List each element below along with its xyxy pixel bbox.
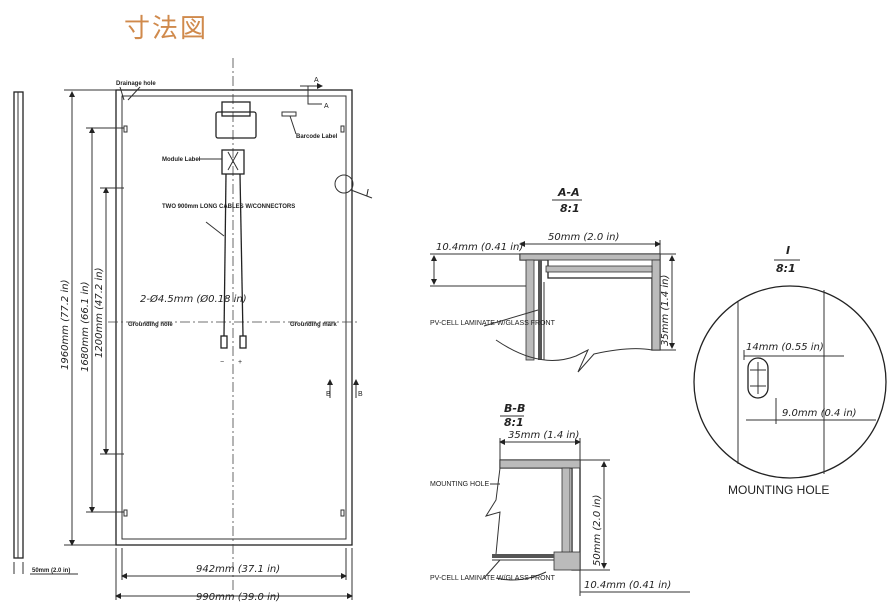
grounding-mark-label: Grounding mark — [290, 322, 337, 328]
mounting-slot — [747, 357, 769, 399]
section-bb-scale: 8:1 — [504, 416, 524, 429]
section-aa-scale: 8:1 — [560, 202, 580, 215]
svg-text:B: B — [326, 391, 331, 398]
svg-text:B: B — [358, 391, 363, 398]
module-frame-outer — [115, 89, 353, 546]
section-aa-dim-35: 35mm (1.4 in) — [660, 275, 671, 346]
section-bb-dim-35: 35mm (1.4 in) — [508, 430, 579, 441]
detail-i-callout — [334, 174, 354, 194]
section-bb-mounting-hole: MOUNTING HOLE — [430, 481, 489, 488]
module-frame-inner — [121, 95, 347, 540]
section-aa-dim-50: 50mm (2.0 in) — [548, 232, 619, 243]
vertical-dimensions — [64, 89, 124, 546]
svg-text:A: A — [314, 77, 319, 84]
cables-note: TWO 900mm LONG CABLES W/CONNECTORS — [162, 204, 295, 210]
dim-frame-50: 50mm (2.0 in) — [32, 568, 70, 574]
detail-i-dim-9: 9.0mm (0.4 in) — [782, 408, 857, 419]
section-aa-dim-10-4: 10.4mm (0.41 in) — [436, 242, 523, 253]
detail-i-scale: 8:1 — [776, 262, 796, 275]
detail-i-dim-14: 14mm (0.55 in) — [746, 342, 824, 353]
section-b-marker: B B — [326, 379, 363, 398]
front-view: Drainage hole A A Barcode Label Module L… — [13, 58, 373, 603]
junction-box — [215, 101, 257, 175]
detail-i-circle — [693, 285, 887, 479]
grounding-hole-label: Grounding hole — [128, 322, 173, 328]
section-aa-title: A-A — [557, 186, 580, 199]
dim-1680: 1680mm (66.1 in) — [80, 282, 91, 372]
section-bb-laminate: PV-CELL LAMINATE W/GLASS FRONT — [430, 575, 556, 582]
drawing-title: 寸法図 — [124, 14, 209, 44]
dim-990: 990mm (39.0 in) — [196, 592, 280, 603]
section-a-marker: A A — [300, 77, 329, 110]
detail-i: I 8:1 14mm (0.55 in) 9.0mm (0.4 in) MOUN… — [693, 244, 887, 497]
section-bb: B-B 8:1 35mm (1.4 in) 50mm (2.0 in) 10.4… — [430, 402, 690, 596]
dim-1200: 1200mm (47.2 in) — [94, 268, 105, 358]
horizontal-dimensions — [13, 548, 353, 600]
detail-i-title: I — [786, 244, 790, 257]
barcode-label: Barcode Label — [296, 134, 338, 140]
svg-text:I: I — [366, 188, 369, 199]
svg-text:A: A — [324, 103, 329, 110]
hole-diameter-dim: 2-Ø4.5mm (Ø0.18 in) — [140, 293, 247, 305]
minus-terminal: − — [220, 359, 224, 366]
section-aa: A-A 8:1 10.4mm (0.41 in) 50mm (2.0 in) 3… — [430, 186, 676, 373]
section-bb-dim-50: 50mm (2.0 in) — [592, 495, 603, 566]
barcode-label-box — [281, 111, 297, 117]
detail-i-caption: MOUNTING HOLE — [728, 483, 829, 497]
cables — [220, 173, 247, 349]
section-bb-title: B-B — [504, 402, 525, 415]
plus-terminal: + — [238, 359, 242, 366]
dim-length: 1960mm (77.2 in) — [60, 280, 71, 370]
section-bb-dim-10-4: 10.4mm (0.41 in) — [584, 580, 671, 591]
module-label: Module Label — [162, 157, 201, 163]
dim-942: 942mm (37.1 in) — [196, 564, 280, 575]
drainage-hole-label: Drainage hole — [116, 81, 156, 87]
